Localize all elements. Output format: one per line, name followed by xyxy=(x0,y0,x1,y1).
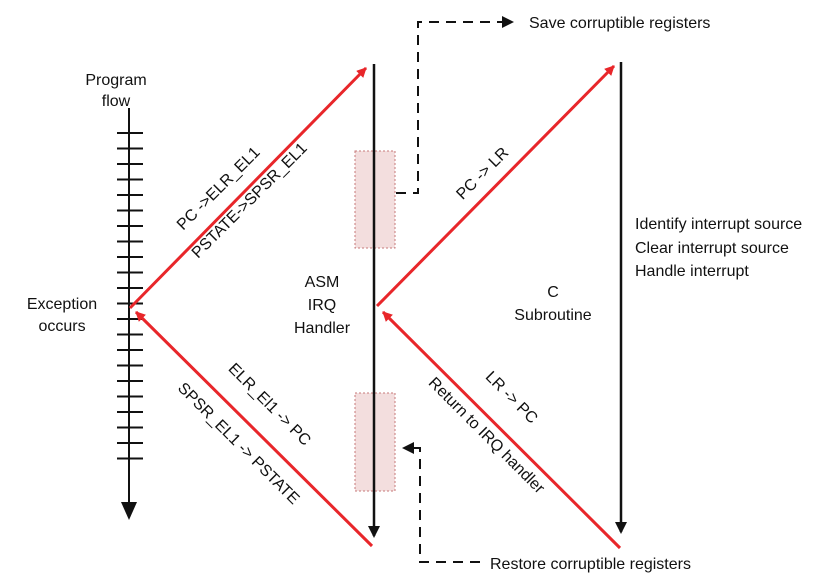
save-registers-connector xyxy=(396,16,514,194)
return-to-irq-arrow xyxy=(381,310,622,550)
exception-entry-arrow xyxy=(128,66,368,310)
call-c-subroutine-arrow xyxy=(375,64,616,308)
exception-return-arrow xyxy=(134,310,374,548)
c-subroutine-label-line2: Subroutine xyxy=(514,307,591,324)
exception-occurs-label-line1: Exception xyxy=(27,296,97,313)
restore-registers-connector xyxy=(402,442,480,563)
asm-handler-label-line1: ASM xyxy=(305,274,340,291)
return-to-irq-label: Return to IRQ handler xyxy=(425,374,548,497)
program-flow-axis xyxy=(117,108,143,520)
c-task-clear: Clear interrupt source xyxy=(635,240,789,257)
program-flow-label-line1: Program xyxy=(85,72,146,89)
asm-handler-label-line2: IRQ xyxy=(308,297,336,314)
asm-handler-label-line3: Handler xyxy=(294,320,351,337)
exception-occurs-label-line2: occurs xyxy=(38,318,85,335)
save-registers-label: Save corruptible registers xyxy=(529,15,710,32)
c-task-handle: Handle interrupt xyxy=(635,263,749,280)
restore-registers-label: Restore corruptible registers xyxy=(490,556,691,573)
program-flow-ticks xyxy=(117,132,143,460)
c-subroutine-label-line1: C xyxy=(547,284,559,301)
pc-to-lr-label: PC -> LR xyxy=(453,144,512,203)
program-flow-label-line2: flow xyxy=(102,93,131,110)
spsr-to-pstate-label: SPSR_EL1 -> PSTATE xyxy=(174,380,302,508)
program-flow-arrowhead xyxy=(121,502,137,520)
c-task-identify: Identify interrupt source xyxy=(635,216,802,233)
